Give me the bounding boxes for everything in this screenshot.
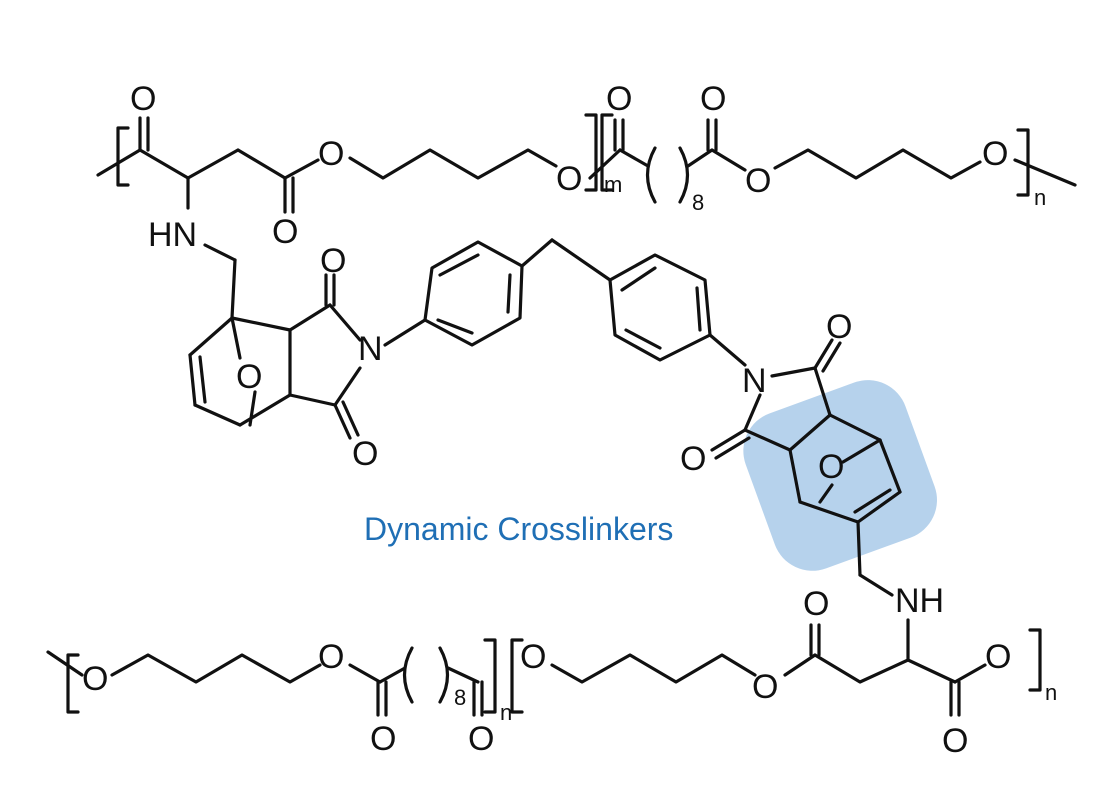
left-crosslinker: HN O O N O [148, 176, 612, 473]
atom-N: N [742, 362, 767, 400]
atom-O: O [82, 660, 108, 698]
atom-O: O [318, 135, 344, 173]
atom-O: O [818, 448, 844, 486]
atom-O: O [606, 80, 632, 118]
atom-O: O [745, 162, 771, 200]
atom-O: O [985, 638, 1011, 676]
atom-O: O [752, 668, 778, 706]
atom-O: O [318, 638, 344, 676]
right-crosslinker: N O O O NH [608, 253, 944, 662]
atom-O: O [272, 213, 298, 251]
atom-O: O [942, 722, 968, 760]
top-polymer-chain: O O O O m O 8 O O O [96, 80, 1077, 251]
atom-O: O [320, 242, 346, 280]
atom-O: O [236, 358, 262, 396]
atom-O: O [130, 80, 156, 118]
atom-O: O [982, 135, 1008, 173]
crosslinker-highlight [743, 380, 937, 571]
subscript-8: 8 [692, 190, 704, 215]
atom-O: O [352, 435, 378, 473]
bottom-polymer-chain: O O O 8 O n O O O O O n [46, 585, 1057, 760]
subscript-n: n [1045, 680, 1057, 705]
atom-N: N [358, 330, 383, 368]
atom-O: O [468, 720, 494, 758]
dynamic-crosslinkers-label: Dynamic Crosslinkers [364, 511, 673, 547]
atom-O: O [826, 308, 852, 346]
atom-O: O [370, 720, 396, 758]
atom-O: O [700, 80, 726, 118]
atom-O: O [556, 160, 582, 198]
atom-O: O [803, 585, 829, 623]
subscript-n: n [500, 700, 512, 725]
atom-O: O [520, 638, 546, 676]
subscript-n: n [1034, 185, 1046, 210]
atom-NH: NH [895, 582, 944, 620]
atom-O: O [680, 440, 706, 478]
subscript-8: 8 [454, 685, 466, 710]
atom-HN: HN [148, 216, 197, 254]
subscript-m: m [604, 172, 622, 197]
